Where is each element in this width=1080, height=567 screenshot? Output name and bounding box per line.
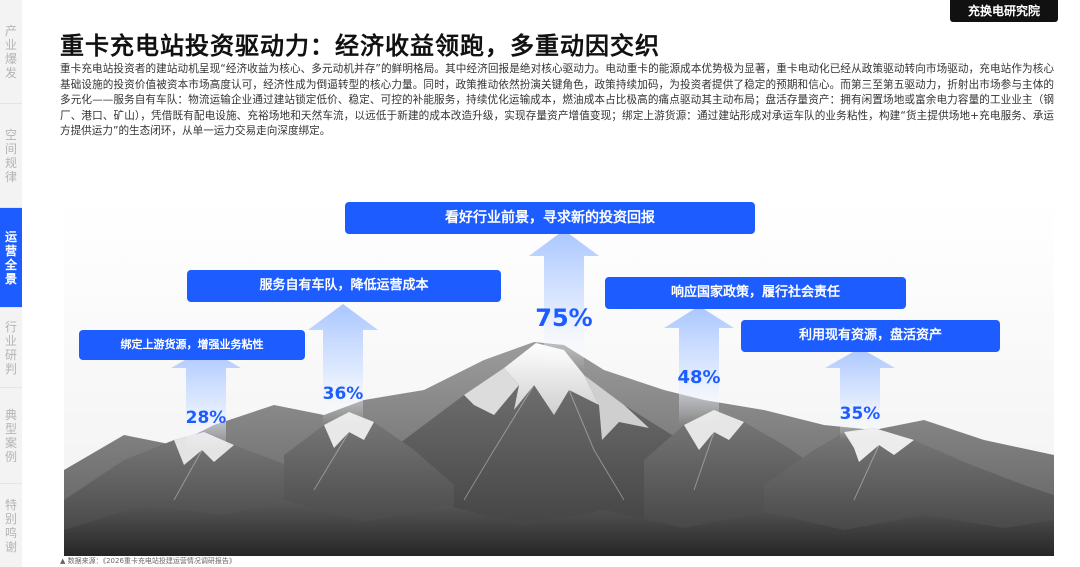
nav-item-spatial-pattern[interactable]: 空 间 规 律 [0,104,22,208]
nav-char: 爆 [4,51,17,66]
brand-tag: 充换电研究院 [950,0,1058,22]
nav-item-industry-research[interactable]: 行 业 研 判 [0,308,22,388]
percent-investment: 75% [535,304,593,332]
side-navigation: 产 业 爆 发 空 间 规 律 运 营 全 景 行 业 研 判 典 型 案 例 … [0,0,22,567]
nav-char: 例 [4,449,17,464]
nav-char: 间 [4,141,17,156]
nav-char: 全 [4,257,17,272]
driver-label-upstream: 绑定上游货源，增强业务粘性 [79,330,305,360]
arrow-up-icon [529,230,599,370]
driver-label-own-fleet: 服务自有车队，降低运营成本 [187,270,501,302]
percent-upstream: 28% [185,408,227,428]
mountain-scene: 看好行业前景，寻求新的投资回报 服务自有车队，降低运营成本 响应国家政策，履行社… [64,200,1054,556]
nav-char: 案 [4,435,17,450]
upward-arrows [171,230,895,450]
nav-char: 型 [4,421,17,436]
nav-char: 特 [4,497,17,512]
nav-char: 别 [4,511,17,526]
arrow-up-icon [171,348,241,450]
nav-char: 判 [4,361,17,376]
percent-policy: 48% [677,367,721,388]
nav-char: 发 [4,65,17,80]
nav-item-industry-boom[interactable]: 产 业 爆 发 [0,0,22,104]
arrow-up-icon [308,304,378,425]
nav-item-acknowledgements[interactable]: 特 别 鸣 谢 [0,484,22,567]
arrow-up-icon [664,306,734,425]
percent-own-fleet: 36% [322,384,364,404]
nav-char: 研 [4,347,17,362]
nav-char: 业 [4,333,17,348]
driver-label-policy: 响应国家政策，履行社会责任 [605,277,906,309]
arrow-up-icon [825,348,895,440]
nav-item-operation-overview[interactable]: 运 营 全 景 [0,208,22,308]
percent-existing-assets: 35% [839,404,881,424]
data-source-note: ▲ 数据来源：《2026重卡充电站投建运营情况调研报告》 [60,557,236,565]
body-paragraph: 重卡充电站投资者的建站动机呈现“经济收益为核心、多元动机并存”的鲜明格局。其中经… [60,63,1054,138]
nav-char: 鸣 [4,525,17,540]
nav-char: 业 [4,37,17,52]
nav-item-typical-cases[interactable]: 典 型 案 例 [0,388,22,484]
nav-char: 产 [4,23,17,38]
nav-char: 行 [4,319,17,334]
nav-char: 营 [4,243,17,258]
nav-char: 律 [4,169,17,184]
nav-char: 空 [4,127,17,142]
driver-label-existing-assets: 利用现有资源，盘活资产 [741,320,1000,352]
nav-char: 景 [4,271,17,286]
page-title: 重卡充电站投资驱动力：经济收益领跑，多重动因交织 [60,32,660,60]
mountain-illustration [64,200,1054,556]
nav-char: 典 [4,407,17,422]
driver-label-investment: 看好行业前景，寻求新的投资回报 [345,202,755,234]
nav-char: 运 [4,229,17,244]
nav-char: 谢 [4,539,17,554]
nav-char: 规 [4,155,17,170]
